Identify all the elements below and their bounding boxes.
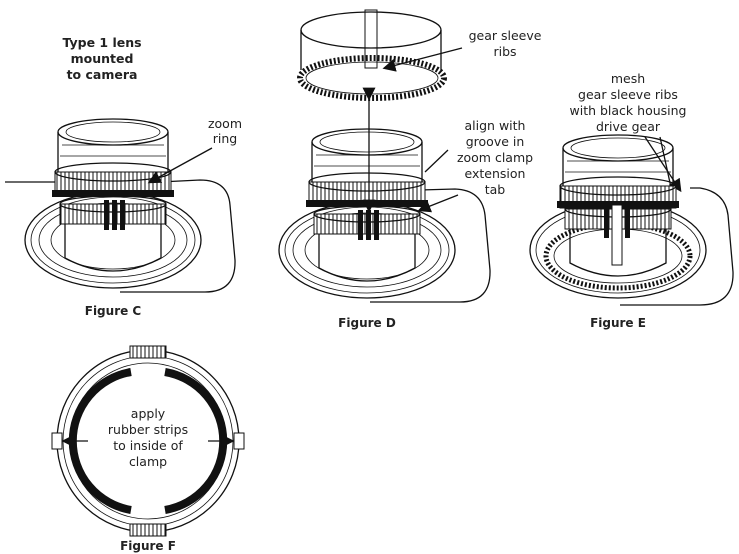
- figure-f-strip-label-line-3: to inside of: [113, 438, 183, 453]
- figure-e-mesh-label-line-2: gear sleeve ribs: [578, 87, 678, 102]
- figure-c: Type 1 lens mounted to camera: [5, 35, 242, 318]
- figure-d-align-label-line-3: zoom clamp: [457, 150, 533, 165]
- figure-f-strip-label-line-4: clamp: [129, 454, 167, 469]
- figure-c-caption: Figure C: [85, 304, 142, 318]
- figure-d-align-label-line-1: align with: [465, 118, 526, 133]
- figure-c-zoom-label-line-1: zoom: [208, 116, 242, 131]
- figure-d: gear sleeve ribs: [278, 9, 542, 330]
- figure-c-title-line-2: mounted: [71, 51, 134, 66]
- figure-e-caption: Figure E: [590, 316, 646, 330]
- figure-c-title-line-1: Type 1 lens: [62, 35, 141, 50]
- figure-e-mesh-arrow: [644, 136, 682, 193]
- figure-c-title-line-3: to camera: [67, 67, 138, 82]
- figure-d-lens: [306, 128, 428, 282]
- figure-e-mesh-label-line-4: drive gear: [596, 119, 661, 134]
- figure-d-align-label-line-2: groove in: [466, 134, 525, 149]
- figure-f: apply rubber strips to inside of clamp F…: [51, 345, 245, 553]
- figure-f-strip-label-line-1: apply: [131, 406, 166, 421]
- figure-e-mesh-leader: [659, 136, 673, 193]
- figure-d-align-label-line-4: extension: [465, 166, 526, 181]
- figure-e-lens: [557, 134, 679, 277]
- figure-c-zoom-ring-arrow: [147, 147, 213, 184]
- figure-e: mesh gear sleeve ribs with black housing…: [529, 71, 734, 330]
- figure-d-sleeve-arrow: [382, 47, 463, 72]
- figure-e-mesh-label-line-3: with black housing: [570, 103, 687, 118]
- figure-e-mesh-label-line-1: mesh: [611, 71, 645, 86]
- figure-d-sleeve-label-line-2: ribs: [493, 44, 516, 59]
- figure-f-strip-label-line-2: rubber strips: [108, 422, 188, 437]
- figure-d-groove-leader: [424, 149, 449, 173]
- figure-f-caption: Figure F: [120, 539, 176, 553]
- figure-c-zoom-label-line-2: ring: [213, 131, 237, 146]
- figure-d-gear-sleeve: [297, 9, 447, 101]
- figure-c-lens: [52, 118, 174, 272]
- figure-d-align-label-line-5: tab: [485, 182, 506, 197]
- figure-d-caption: Figure D: [338, 316, 396, 330]
- figure-d-sleeve-label-line-1: gear sleeve: [469, 28, 542, 43]
- figure-d-tab-arrow: [417, 194, 459, 213]
